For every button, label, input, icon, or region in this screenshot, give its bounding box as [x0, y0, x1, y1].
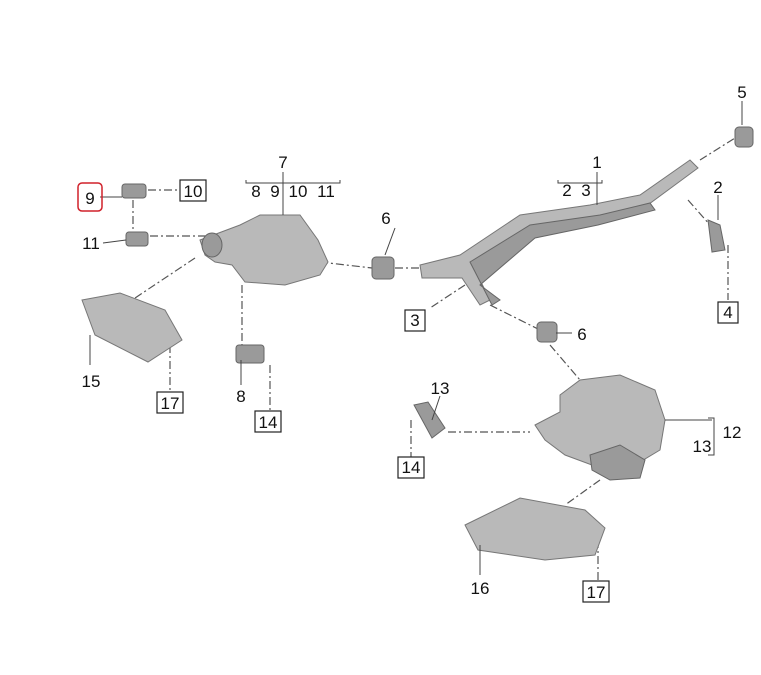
leader-lines: [89, 101, 743, 575]
callout-14a[interactable]: 14: [259, 413, 278, 432]
callout-3[interactable]: 3: [410, 311, 419, 330]
callout-7[interactable]: 7: [278, 153, 287, 172]
callout-13a[interactable]: 13: [431, 379, 450, 398]
connection-lines: [132, 137, 736, 582]
hanger-13: [413, 401, 446, 439]
callout-5[interactable]: 5: [737, 83, 746, 102]
callout-14b[interactable]: 14: [402, 458, 421, 477]
rear-muffler-12[interactable]: [534, 374, 666, 481]
callout-17a[interactable]: 17: [161, 394, 180, 413]
callout-box-17a: [156, 391, 184, 414]
highlight-box-9: [77, 182, 103, 212]
callout-12[interactable]: 12: [723, 423, 742, 442]
callout-box-3: [404, 309, 426, 332]
callout-4[interactable]: 4: [723, 303, 732, 322]
callout-16[interactable]: 16: [471, 579, 490, 598]
callout-11-sub[interactable]: 11: [317, 182, 335, 201]
callout-box-10: [179, 179, 207, 202]
callout-10[interactable]: 10: [184, 182, 203, 201]
callout-labels: 5 1 2 3 2 4 7 8 9 10 11 9 10 11 6 3 6 15…: [82, 83, 747, 602]
bracket-11: [125, 231, 149, 247]
hanger-2: [707, 219, 726, 253]
exhaust-pipe-1[interactable]: [419, 159, 699, 306]
heat-shield-15[interactable]: [81, 292, 183, 363]
callout-box-17b: [582, 580, 610, 603]
bracket-parts[interactable]: [121, 126, 754, 439]
callout-2[interactable]: 2: [713, 178, 722, 197]
callout-box-14b: [397, 456, 425, 479]
bracket-8: [235, 344, 265, 364]
callout-box-14a: [254, 410, 282, 433]
callout-17b[interactable]: 17: [587, 583, 606, 602]
callout-box-4: [717, 301, 739, 324]
callout-8[interactable]: 8: [236, 387, 245, 406]
callout-10-sub[interactable]: 10: [289, 182, 308, 201]
callout-9[interactable]: 9: [85, 189, 94, 208]
callout-3-sub[interactable]: 3: [581, 181, 590, 200]
callout-8-sub[interactable]: 8: [251, 182, 260, 201]
callout-11[interactable]: 11: [82, 234, 100, 253]
callout-6a[interactable]: 6: [381, 209, 390, 228]
clamp-5: [734, 126, 754, 148]
callout-2-sub[interactable]: 2: [562, 181, 571, 200]
callout-1[interactable]: 1: [592, 153, 601, 172]
callout-15[interactable]: 15: [82, 372, 101, 391]
callout-9-sub[interactable]: 9: [270, 182, 279, 201]
bracket-9: [121, 183, 147, 199]
callout-13b[interactable]: 13: [693, 437, 712, 456]
callout-6b[interactable]: 6: [577, 325, 586, 344]
clamp-6a: [371, 256, 395, 280]
front-muffler-7[interactable]: [199, 214, 329, 286]
clamp-6b: [536, 321, 558, 343]
heat-shield-16[interactable]: [464, 497, 606, 561]
